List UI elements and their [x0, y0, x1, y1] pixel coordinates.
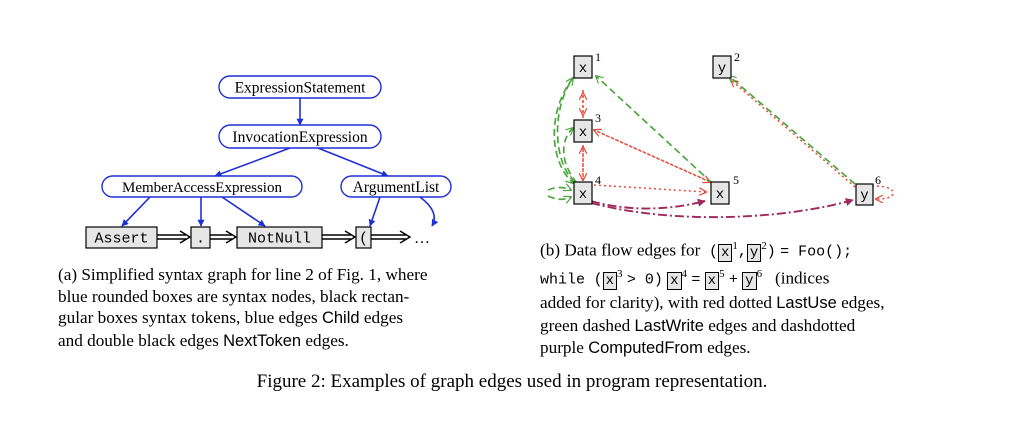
computedfrom-term: ComputedFrom	[588, 339, 703, 358]
child-term: Child	[321, 309, 360, 327]
svg-text:1: 1	[595, 50, 601, 64]
child-edge	[368, 196, 381, 227]
svg-text:y: y	[718, 61, 726, 77]
svg-text:x: x	[579, 125, 587, 141]
inline-var-box: x	[717, 243, 733, 262]
child-edge	[419, 196, 439, 227]
variable-node: y 2	[712, 50, 740, 79]
svg-text:6: 6	[875, 173, 881, 187]
variable-node: x 5	[710, 173, 739, 205]
svg-text:4: 4	[595, 173, 601, 187]
nexttoken-edge	[322, 230, 357, 244]
caption-a-line: and double black edges NextToken edges.	[58, 330, 349, 350]
inline-var-box: x	[704, 271, 720, 290]
caption-a-line: gular boxes syntax tokens, blue edges Ch…	[58, 308, 404, 327]
child-edge	[317, 147, 389, 177]
nexttoken-term: NextToken	[223, 331, 302, 350]
child-edge	[214, 147, 291, 178]
inline-var-box: y	[746, 243, 762, 262]
inline-var-box: x	[667, 271, 682, 290]
lastwrite-edge	[547, 195, 571, 199]
syntax-token: NotNull	[236, 226, 323, 249]
caption-a: (a) Simplified syntax graph for line 2 o…	[58, 264, 498, 352]
caption-b-line: added for clarity), with red dotted Last…	[540, 293, 885, 313]
caption-a-line: (a) Simplified syntax graph for line 2 o…	[58, 265, 428, 284]
syntax-node: MemberAccessExpression	[101, 175, 303, 198]
syntax-node: ExpressionStatement	[218, 75, 382, 99]
syntax-node: InvocationExpression	[218, 124, 382, 149]
figure-caption: Figure 2: Examples of graph edges used i…	[256, 371, 768, 392]
lastwrite-edge	[553, 77, 573, 183]
svg-text:Assert: Assert	[94, 231, 148, 248]
svg-text:x: x	[579, 61, 587, 77]
nexttoken-edges	[157, 230, 412, 244]
variable-node: y 6	[855, 173, 881, 206]
svg-text:2: 2	[734, 50, 740, 64]
lastwrite-edge	[556, 78, 576, 184]
caption-b-line: purple ComputedFrom edges.	[540, 338, 751, 358]
lastuse-edge	[593, 184, 706, 192]
nexttoken-edge	[210, 230, 238, 244]
svg-text:InvocationExpression: InvocationExpression	[232, 129, 367, 146]
svg-text:NotNull: NotNull	[248, 231, 311, 248]
variable-node: x 4	[573, 173, 601, 205]
svg-text:ExpressionStatement: ExpressionStatement	[235, 80, 367, 97]
syntax-node: ArgumentList	[340, 175, 452, 198]
svg-text:.: .	[196, 231, 205, 248]
svg-text:x: x	[579, 187, 587, 203]
lastuse-edge	[593, 129, 710, 182]
child-edge	[121, 196, 151, 227]
syntax-token: (	[355, 226, 372, 249]
nexttoken-edge	[157, 230, 192, 244]
svg-text:y: y	[860, 188, 868, 204]
computedfrom-edge	[590, 198, 854, 219]
variable-node: x 1	[573, 50, 601, 79]
caption-b-line: green dashed LastWrite edges and dashdot…	[540, 315, 856, 335]
svg-text:ArgumentList: ArgumentList	[353, 179, 440, 196]
caption-a-line: blue rounded boxes are syntax nodes, bla…	[58, 286, 410, 306]
child-edges	[121, 98, 439, 227]
inline-var-box: y	[742, 271, 757, 290]
svg-text:3: 3	[595, 111, 601, 125]
token-ellipsis: …	[414, 230, 430, 247]
nexttoken-edge	[371, 230, 412, 244]
variable-node: x 3	[573, 111, 601, 143]
lastuse-edge	[871, 185, 894, 199]
lastwrite-edge	[729, 76, 856, 185]
svg-text:5: 5	[733, 173, 739, 187]
inline-var-box: x	[602, 271, 618, 290]
computedfrom-edges	[590, 198, 854, 219]
syntax-graph: ExpressionStatement InvocationExpression…	[85, 75, 452, 249]
child-edge	[221, 196, 266, 227]
dataflow-graph: x 1 y 2 x 3 x 4 x 5 y 6	[547, 50, 894, 219]
computedfrom-edge	[590, 198, 706, 210]
lastwrite-edges	[547, 76, 856, 199]
lastuse-term: LastUse	[776, 294, 837, 313]
lastwrite-edge	[547, 188, 571, 191]
syntax-token: .	[190, 226, 211, 249]
svg-text:MemberAccessExpression: MemberAccessExpression	[122, 180, 282, 196]
svg-text:(: (	[359, 231, 368, 248]
lastuse-edges	[583, 80, 894, 199]
lastwrite-edge	[596, 76, 713, 184]
lastuse-edge	[731, 80, 856, 188]
svg-text:x: x	[716, 187, 724, 203]
syntax-token: Assert	[85, 226, 158, 249]
lastwrite-term: LastWrite	[634, 316, 704, 335]
